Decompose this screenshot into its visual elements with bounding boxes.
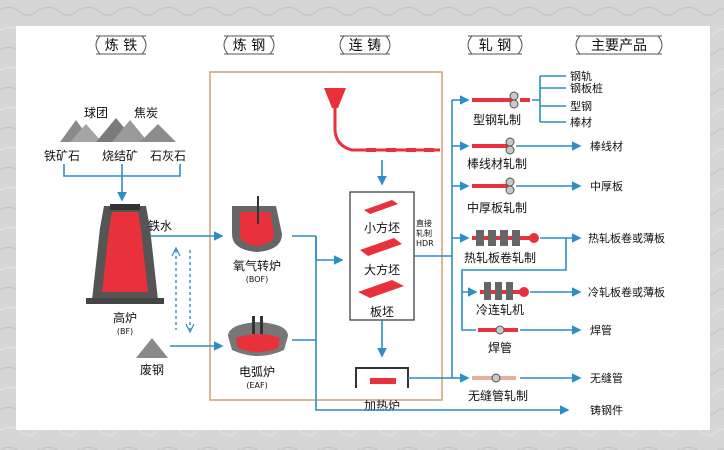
label-iron-ore: 铁矿石 xyxy=(44,149,80,163)
label-seamless-mill: 无缝管轧制 xyxy=(468,388,528,403)
label-wire-mill: 棒线材轧制 xyxy=(467,157,527,171)
svg-text:炼 钢: 炼 钢 xyxy=(233,38,265,54)
label-hot-strip-mill: 热轧板卷轧制 xyxy=(464,250,536,265)
label-section-mill: 型钢轧制 xyxy=(473,113,521,127)
eaf-icon xyxy=(228,316,288,356)
label-hdr-line1: 直接 xyxy=(416,218,432,228)
bof-icon xyxy=(232,196,282,252)
header-ironmaking: 炼 铁 xyxy=(95,35,147,55)
steel-to-semis-arrow xyxy=(315,236,344,265)
label-sinter: 烧结矿 xyxy=(102,149,138,163)
seamless-mill-icon xyxy=(472,373,516,383)
label-hdr-abbr: HDR xyxy=(416,239,434,248)
section-product-branch xyxy=(532,75,566,123)
continuous-caster-icon xyxy=(324,88,440,152)
product-seamless-pipe: 无缝管 xyxy=(590,371,623,385)
hot-strip-mill-icon xyxy=(472,230,539,246)
label-billet: 小方坯 xyxy=(364,220,400,235)
scrap-pile-icon xyxy=(136,338,168,358)
product-welded-pipe: 焊管 xyxy=(590,323,612,337)
svg-text:连 铸: 连 铸 xyxy=(349,38,381,54)
label-pellets: 球团 xyxy=(84,106,108,120)
svg-text:主要产品: 主要产品 xyxy=(591,38,647,54)
bloom-icon xyxy=(360,238,402,256)
label-hot-metal: 铁水 xyxy=(148,219,172,233)
svg-text:炼 铁: 炼 铁 xyxy=(105,38,137,54)
casting-product-line xyxy=(315,340,570,415)
label-bof: 氧气转炉 xyxy=(233,258,281,273)
cold-mill-icon xyxy=(480,282,529,300)
header-steelmaking: 炼 钢 xyxy=(223,35,275,55)
semis-box xyxy=(349,191,415,321)
label-bloom: 大方坯 xyxy=(364,262,400,277)
label-slab: 板坯 xyxy=(370,305,394,319)
raw-material-piles xyxy=(60,118,176,142)
product-plate: 中厚板 xyxy=(590,179,623,193)
svg-text:轧 钢: 轧 钢 xyxy=(479,38,511,54)
product-sheet-pile: 钢板桩 xyxy=(570,81,603,95)
label-weld-mill: 焊管 xyxy=(488,340,512,355)
header-casting: 连 铸 xyxy=(339,35,391,55)
coil-to-weld-line xyxy=(461,292,476,331)
product-casting: 铸钢件 xyxy=(590,403,623,417)
weld-pipe-icon xyxy=(478,325,518,335)
header-products: 主要产品 xyxy=(575,35,663,55)
product-cold-coil: 冷轧板卷或薄板 xyxy=(588,285,665,299)
plate-mill-icon xyxy=(472,177,515,195)
label-reheat: 加热炉 xyxy=(364,399,400,413)
header-rolling: 轧 钢 xyxy=(467,35,523,55)
label-eaf-abbr: (EAF) xyxy=(246,381,267,390)
hot-coil-to-cold-line xyxy=(461,238,567,297)
label-blast-furnace-abbr: (BF) xyxy=(117,327,133,336)
billet-icon xyxy=(364,200,398,214)
label-hdr-line2: 轧制 xyxy=(416,228,432,238)
label-scrap: 废钢 xyxy=(140,362,164,377)
slab-icon xyxy=(358,280,404,298)
product-rail: 钢轨 xyxy=(570,69,592,83)
label-plate-mill: 中厚板轧制 xyxy=(467,200,527,215)
product-bar: 棒材 xyxy=(570,115,592,129)
label-eaf: 电弧炉 xyxy=(239,365,275,379)
product-hot-coil: 热轧板卷或薄板 xyxy=(588,231,665,245)
product-wire-rod: 棒线材 xyxy=(590,139,623,153)
blast-furnace-icon xyxy=(86,204,164,304)
label-limestone: 石灰石 xyxy=(150,149,186,163)
label-bof-abbr: (BOF) xyxy=(246,275,269,284)
section-mill-icon xyxy=(472,91,530,109)
wire-mill-icon xyxy=(472,137,515,155)
product-section-steel: 型钢 xyxy=(570,99,592,113)
label-cold-mill: 冷连轧机 xyxy=(476,302,524,317)
label-blast-furnace: 高炉 xyxy=(113,310,137,325)
label-coke: 焦炭 xyxy=(134,106,158,120)
